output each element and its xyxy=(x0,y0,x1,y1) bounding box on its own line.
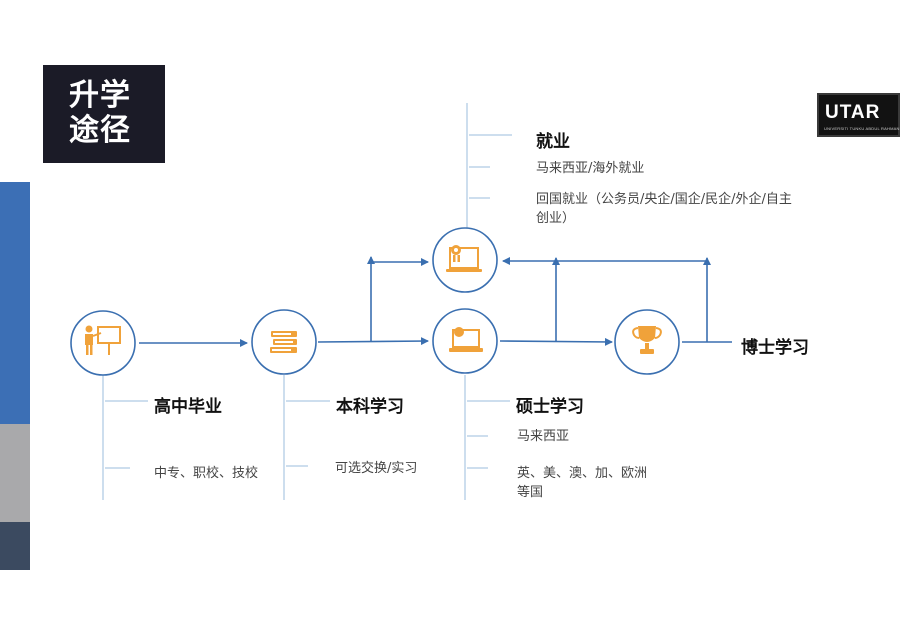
side-bar-blue xyxy=(0,182,30,424)
title-line-2: 途径 xyxy=(69,113,131,148)
trophy-icon xyxy=(632,326,662,354)
laptop-icon xyxy=(449,327,483,352)
certificate-icon xyxy=(446,245,482,272)
guide-lines xyxy=(102,103,512,500)
node-master xyxy=(432,308,498,374)
note-bachelor: 可选交换/实习 xyxy=(335,461,418,476)
side-bar-dark xyxy=(0,522,30,570)
label-high-school: 高中毕业 xyxy=(154,397,222,417)
note-employment-home: 回国就业（公务员/央企/国企/民企/外企/自主创业） xyxy=(536,192,792,226)
logo-subtitle: UNIVERSITI TUNKU ABDUL RAHMAN xyxy=(824,126,900,131)
note-high-school: 中专、职校、技校 xyxy=(154,466,259,481)
title-line-1: 升学 xyxy=(69,78,131,113)
label-phd: 博士学习 xyxy=(741,338,809,358)
label-employment: 就业 xyxy=(536,132,570,152)
arrow-master-to-phd xyxy=(499,337,613,346)
label-master: 硕士学习 xyxy=(516,397,584,417)
note-employment-overseas: 马来西亚/海外就业 xyxy=(536,161,645,176)
node-employment xyxy=(432,227,498,293)
books-icon xyxy=(270,331,297,353)
logo-text: UTAR xyxy=(825,102,881,123)
note-master-malaysia: 马来西亚 xyxy=(517,429,570,444)
flow-arrows xyxy=(139,256,732,347)
page-title: 升学 途径 xyxy=(43,65,165,163)
arrow-bachelor-to-master xyxy=(317,337,429,346)
label-bachelor: 本科学习 xyxy=(336,397,404,417)
side-bar-gray xyxy=(0,424,30,522)
note-master-abroad: 英、美、澳、加、欧洲等国 xyxy=(517,466,648,500)
utar-logo: UTAR UNIVERSITI TUNKU ABDUL RAHMAN xyxy=(817,93,900,137)
presentation-icon xyxy=(85,325,121,355)
